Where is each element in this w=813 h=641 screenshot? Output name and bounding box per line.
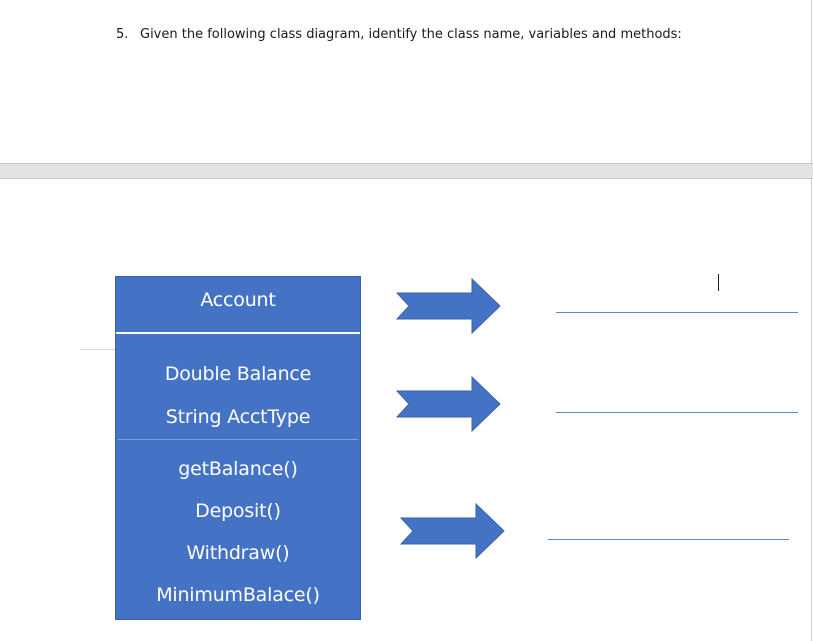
text-cursor (718, 274, 719, 291)
answer-line-variables[interactable] (556, 412, 798, 413)
page-break (0, 163, 813, 179)
method-getbalance: getBalance() (178, 458, 298, 480)
right-arrow-icon (400, 503, 505, 559)
variable-accttype: String AcctType (165, 406, 311, 428)
answer-line-class-name[interactable] (556, 312, 798, 313)
variable-balance: Double Balance (164, 363, 312, 385)
uml-class-box[interactable]: Account Double Balance String AcctType g… (115, 276, 361, 620)
compartment-divider-1 (116, 332, 360, 334)
compartment-divider-2 (118, 439, 358, 440)
document-page-top: 5. Given the following class diagram, ide… (0, 0, 812, 163)
method-deposit: Deposit() (195, 500, 281, 522)
right-arrow-icon (396, 278, 501, 334)
question-number: 5. (116, 27, 129, 42)
answer-line-methods[interactable] (548, 539, 789, 540)
method-minimumbalace: MinimumBalace() (156, 584, 320, 606)
right-arrow-icon (396, 376, 501, 432)
class-name: Account (200, 289, 276, 311)
question-text: Given the following class diagram, ident… (140, 27, 682, 42)
margin-marker (80, 349, 116, 350)
question-5: 5. Given the following class diagram, ide… (116, 27, 682, 42)
method-withdraw: Withdraw() (186, 542, 290, 564)
